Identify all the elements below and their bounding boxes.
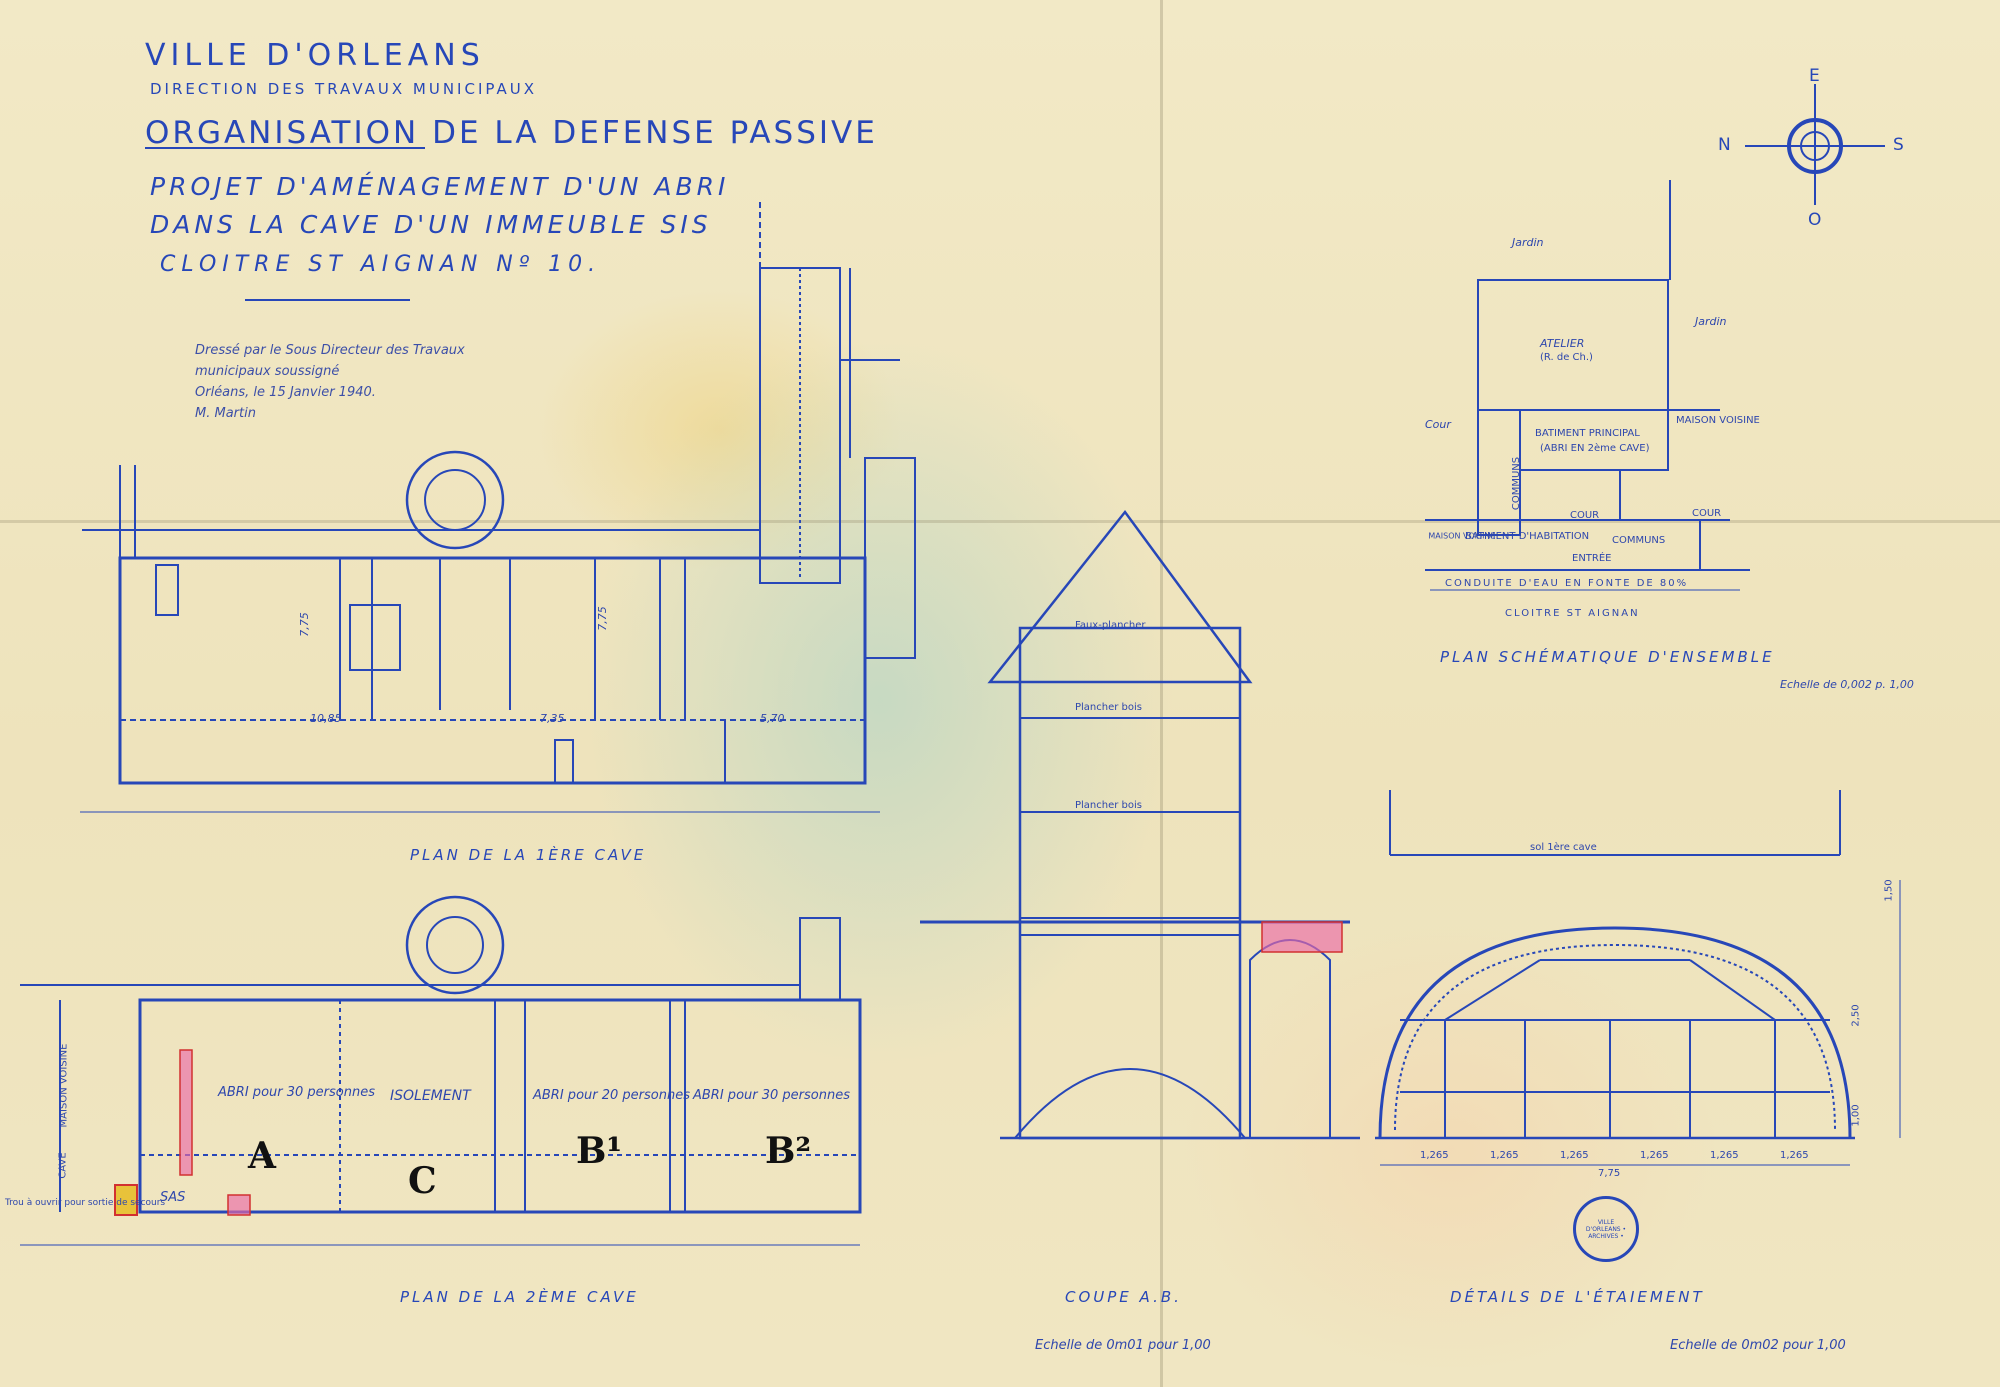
compass-east: E: [1809, 66, 1820, 86]
coupe-plancher-2: Plancher bois: [1075, 800, 1143, 811]
site-maison-voisine-left: MAISON VOISINE: [1428, 532, 1496, 541]
site-batiment-habitation: BATIMENT D'HABITATION: [1465, 531, 1590, 542]
label-abri-a: ABRI pour 30 personnes: [218, 1085, 375, 1100]
details-etaiement: [1375, 790, 1901, 1166]
exit-marker-yellow: [114, 1184, 138, 1216]
pink-protection: [1261, 921, 1343, 953]
caption-coupe: COUPE A.B.: [1065, 1288, 1182, 1306]
scale-details: Echelle de 0m02 pour 1,00: [1670, 1338, 1846, 1353]
compass-west: O: [1808, 210, 1822, 230]
label-isolement: ISOLEMENT: [390, 1088, 471, 1104]
zone-letter-b2: B²: [765, 1130, 812, 1172]
dim-plan1-width: 10,85: [310, 712, 342, 725]
site-jardin-top: Jardin: [1512, 236, 1544, 249]
site-jardin-right: Jardin: [1695, 315, 1727, 328]
detail-dim-4: 1,265: [1640, 1150, 1669, 1161]
detail-total-width: 7,75: [1598, 1168, 1621, 1179]
label-cave: CAVE: [57, 1152, 69, 1179]
pink-wall-sas: [227, 1194, 251, 1216]
direction-title: DIRECTION DES TRAVAUX MUNICIPAUX: [150, 80, 537, 98]
caption-plan-1ere-cave: PLAN DE LA 1ÈRE CAVE: [410, 846, 647, 864]
project-title-line1: PROJET D'AMÉNAGEMENT D'UN ABRI: [150, 172, 730, 201]
site-communs-right: COMMUNS: [1612, 535, 1666, 546]
site-communs-left: COMMUNS: [1511, 456, 1523, 511]
coupe-plancher-1: Plancher bois: [1075, 702, 1143, 713]
site-cour-right: COUR: [1692, 508, 1722, 519]
detail-dim-5: 1,265: [1710, 1150, 1739, 1161]
label-abri-b1: ABRI pour 20 personnes: [533, 1088, 690, 1103]
dim-plan1-mid: 7,35: [540, 712, 565, 725]
zone-letter-b1: B¹: [576, 1130, 623, 1172]
paper-fold-horizontal: [0, 520, 2000, 523]
detail-height-3: 1,00: [1850, 1104, 1862, 1127]
scale-ensemble: Echelle de 0,002 p. 1,00: [1780, 678, 1914, 691]
plan-deuxieme-cave: [20, 895, 862, 1246]
label-abri-b2: ABRI pour 30 personnes: [693, 1088, 850, 1103]
label-trou-secours: Trou à ouvrir pour sortie de secours: [5, 1198, 166, 1208]
zone-letter-a: A: [248, 1135, 276, 1177]
project-title-line3: CLOITRE ST AIGNAN Nº 10.: [160, 252, 602, 277]
archive-stamp: VILLE D'ORLEANS • ARCHIVES •: [1573, 1196, 1639, 1262]
plan-premiere-cave: [80, 200, 916, 813]
site-atelier: ATELIER: [1540, 337, 1585, 350]
site-batiment-principal: BATIMENT PRINCIPAL: [1535, 428, 1640, 439]
zone-letter-c: C: [408, 1160, 437, 1202]
detail-height-1: 1,50: [1883, 879, 1895, 902]
detail-dim-2: 1,265: [1490, 1150, 1519, 1161]
dim-plan1-right: 5,70: [760, 712, 785, 725]
archive-stamp-text: VILLE D'ORLEANS • ARCHIVES •: [1585, 1218, 1627, 1240]
caption-details: DÉTAILS DE L'ÉTAIEMENT: [1450, 1288, 1705, 1306]
compass-north: N: [1718, 135, 1731, 155]
label-sas: SAS: [160, 1190, 186, 1205]
site-atelier-sub: (R. de Ch.): [1540, 352, 1593, 363]
scale-coupe: Echelle de 0m01 pour 1,00: [1035, 1338, 1211, 1353]
site-cour-mid: COUR: [1570, 510, 1600, 521]
caption-plan-2eme-cave: PLAN DE LA 2ÈME CAVE: [400, 1288, 639, 1306]
compass-rose: [1745, 84, 1885, 205]
pink-wall-a: [179, 1049, 193, 1176]
coupe-faux-plancher: Faux-plancher: [1075, 620, 1146, 631]
site-cour-left: Cour: [1425, 418, 1451, 431]
plan-schematique-ensemble: [1425, 180, 1750, 591]
site-entree: ENTRÉE: [1572, 553, 1612, 564]
author-signature: Dressé par le Sous Directeur des Travaux…: [195, 343, 465, 421]
site-abri-2eme: (ABRI EN 2ème CAVE): [1540, 443, 1650, 454]
organisation-title: ORGANISATION DE LA DEFENSE PASSIVE: [145, 115, 878, 151]
dim-plan1-height-left: 7,75: [297, 612, 311, 637]
coupe-ab: [920, 509, 1360, 1140]
site-maison-voisine: MAISON VOISINE: [1676, 415, 1760, 426]
site-conduite: CONDUITE D'EAU EN FONTE DE 80%: [1445, 578, 1689, 589]
site-cloitre: CLOITRE ST AIGNAN: [1505, 608, 1640, 619]
detail-height-2: 2,50: [1850, 1004, 1862, 1027]
city-title: VILLE D'ORLEANS: [145, 38, 485, 73]
coupe-sol-cave: sol 1ère cave: [1530, 842, 1597, 853]
detail-dim-3: 1,265: [1560, 1150, 1589, 1161]
caption-plan-ensemble: PLAN SCHÉMATIQUE D'ENSEMBLE: [1440, 648, 1775, 666]
detail-dim-6: 1,265: [1780, 1150, 1809, 1161]
label-maison-voisine: MAISON VOISINE: [58, 1043, 70, 1128]
detail-dim-1: 1,265: [1420, 1150, 1449, 1161]
compass-south: S: [1893, 135, 1904, 155]
project-title-line2: DANS LA CAVE D'UN IMMEUBLE SIS: [150, 210, 712, 239]
dim-plan1-height-mid: 7,75: [595, 606, 609, 631]
paper-fold-vertical: [1160, 0, 1163, 1387]
